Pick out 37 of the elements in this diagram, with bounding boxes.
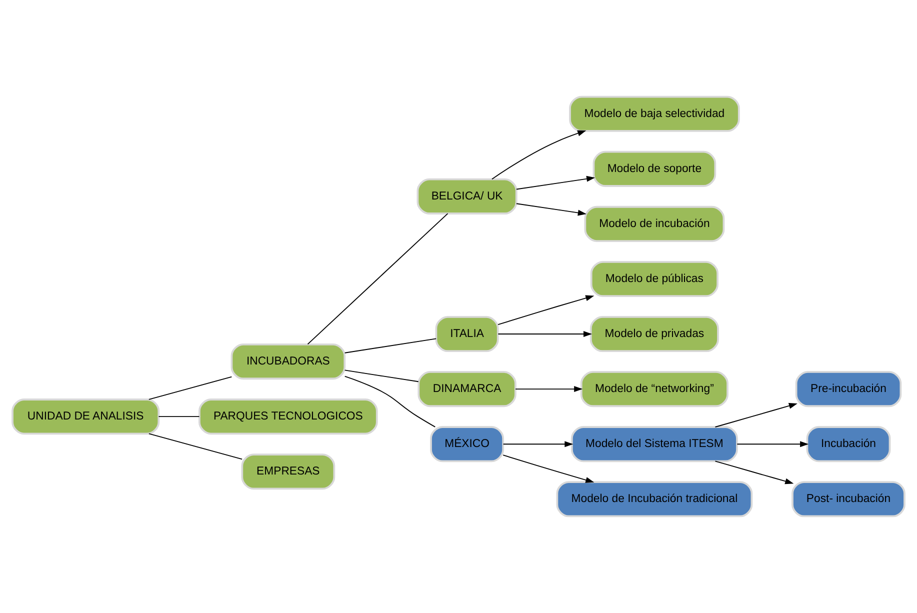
arrow bbox=[502, 441, 574, 448]
node-box: Modelo de públicas bbox=[590, 260, 718, 297]
node-box: Modelo del Sistema ITESM bbox=[570, 426, 738, 462]
connector bbox=[344, 370, 419, 382]
arrow bbox=[498, 331, 592, 338]
arrow bbox=[516, 176, 596, 190]
node-box: Modelo de soporte bbox=[592, 150, 716, 187]
node-box: Post- incubación bbox=[792, 481, 906, 518]
node-box: Modelo de Incubación tradicional bbox=[556, 481, 753, 518]
node-box: DINAMARCA bbox=[418, 371, 516, 408]
node-box: Modelo de incubación bbox=[584, 206, 725, 242]
connector bbox=[307, 213, 448, 345]
node-box: ITALIA bbox=[435, 316, 499, 352]
arrow bbox=[736, 441, 809, 448]
connector bbox=[148, 433, 243, 460]
arrow bbox=[714, 402, 798, 428]
arrow bbox=[714, 460, 794, 484]
arrow bbox=[502, 454, 594, 483]
arrow bbox=[498, 295, 594, 326]
node-box: EMPRESAS bbox=[241, 454, 336, 490]
connector bbox=[148, 376, 232, 400]
node-box: Pre-incubación bbox=[795, 371, 902, 408]
connector bbox=[158, 416, 200, 418]
node-box: UNIDAD DE ANALISIS bbox=[12, 398, 160, 435]
arrow bbox=[492, 130, 586, 180]
node-box: Modelo de privadas bbox=[590, 316, 719, 352]
node-box: BELGICA/ UK bbox=[416, 178, 518, 214]
node-box: Incubación bbox=[806, 426, 891, 462]
arrow bbox=[515, 386, 583, 392]
connector bbox=[344, 338, 437, 354]
connector bbox=[344, 376, 436, 428]
node-box: Modelo de “networking” bbox=[580, 371, 728, 408]
arrow bbox=[516, 203, 586, 216]
node-box: INCUBADORAS bbox=[230, 344, 346, 380]
node-box: MÉXICO bbox=[430, 426, 504, 462]
node-box: Modelo de baja selectividad bbox=[569, 96, 740, 132]
node-box: PARQUES TECNOLOGICOS bbox=[198, 398, 378, 435]
